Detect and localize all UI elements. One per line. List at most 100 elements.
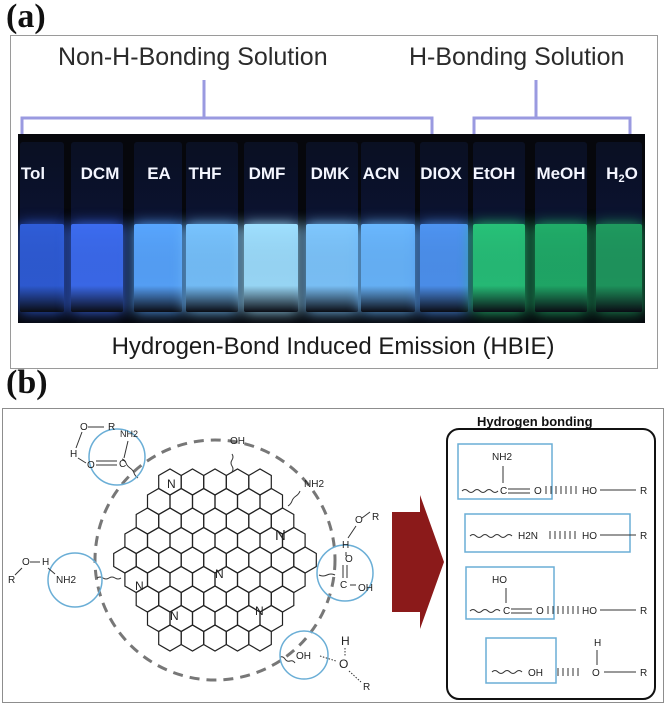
left-o: O: [22, 557, 30, 568]
lattice-hexagon: [180, 624, 205, 652]
vial: [186, 142, 238, 312]
row2-ho: HO: [582, 531, 597, 542]
row2-h2n: H2N: [518, 531, 538, 542]
amide-c: C: [119, 459, 126, 470]
vial: [306, 142, 358, 312]
vial-liquid: [186, 223, 238, 312]
cooh-circle: [316, 544, 374, 602]
vial-liquid: [20, 223, 64, 312]
row1-o: O: [534, 486, 542, 497]
amide-h: H: [70, 449, 77, 460]
vial-liquid: [361, 223, 415, 312]
row4-r: R: [640, 668, 647, 679]
graphitic-lattice: [113, 468, 317, 652]
grouping-brackets: [20, 80, 632, 138]
bottom-r: R: [363, 682, 370, 693]
bond-row-2: [464, 513, 631, 553]
nh2-right-squiggle: [287, 490, 301, 507]
hbie-caption: Hydrogen-Bond Induced Emission (HBIE): [111, 333, 555, 360]
vial-label: H2O: [606, 164, 638, 185]
vial-label: THF: [188, 164, 222, 183]
row4-o: O: [592, 668, 600, 679]
row1-ho: HO: [582, 486, 597, 497]
row4-h: H: [594, 638, 601, 649]
lattice-n-1: N: [167, 477, 176, 491]
oh-bottom-squiggle: [279, 656, 296, 664]
oh-circle: [279, 630, 329, 680]
vial-label-main: H: [606, 164, 619, 183]
lattice-hexagon: [158, 624, 182, 652]
hydrogen-bonding-title: Hydrogen bonding: [477, 414, 593, 429]
lattice-hexagon: [203, 624, 227, 652]
vial-label: DMK: [310, 164, 350, 183]
panel-a-frame: [10, 35, 658, 369]
row3-hb: HO: [582, 606, 597, 617]
vial-label-end: O: [624, 164, 638, 183]
nh2-left-squiggle: [96, 576, 122, 580]
vial: [134, 142, 182, 312]
vial: [535, 142, 587, 312]
cooh-o: O: [345, 554, 353, 565]
left-r: R: [8, 575, 15, 586]
transition-arrow: [392, 495, 444, 629]
left-nh2: NH2: [56, 575, 76, 586]
panel-b-frame: [2, 408, 664, 703]
row3-r: R: [640, 606, 647, 617]
lattice-hexagon: [248, 624, 272, 652]
vial-label: DMF: [248, 164, 286, 183]
row1-c: C: [500, 486, 507, 497]
vial: [420, 142, 468, 312]
non-h-bonding-bracket: [20, 80, 434, 138]
vial-label: EtOH: [472, 164, 516, 183]
cooh-oh: OH: [358, 583, 373, 594]
cooh-c: C: [340, 580, 347, 591]
vial-liquid: [134, 223, 182, 312]
nh2-right-label: NH2: [304, 479, 324, 490]
carbon-dot-boundary: [93, 438, 337, 682]
vial-label-sub: 2: [618, 173, 625, 185]
panel-a-label: (a): [6, 0, 46, 35]
amide-o: O: [87, 460, 95, 471]
left-h: H: [42, 557, 49, 568]
row3-c: C: [503, 606, 510, 617]
lattice-n-4: N: [215, 567, 224, 581]
bond-row-4: [485, 637, 557, 684]
vial-label: DCM: [80, 164, 120, 183]
lattice-n-5: N: [170, 609, 179, 623]
row1-nh2: NH2: [492, 452, 512, 463]
vial: [361, 142, 415, 312]
cooh-squiggle: [318, 573, 336, 577]
bottom-oh: OH: [296, 651, 311, 662]
bottom-o: O: [339, 657, 348, 671]
bottom-h: H: [341, 634, 350, 648]
vial-liquid: [596, 223, 642, 312]
vial-liquid: [71, 223, 123, 312]
vial-liquid: [535, 223, 587, 312]
vial-label: Tol: [20, 164, 46, 183]
row4-oh: OH: [528, 668, 543, 679]
vial-label: DIOX: [420, 164, 462, 183]
lattice-n-2: N: [275, 527, 286, 544]
panel-b-label: (b): [6, 364, 48, 401]
h-bonding-bracket: [472, 80, 632, 138]
oh-top-squiggle: [230, 453, 234, 473]
non-h-bonding-title: Non-H-Bonding Solution: [58, 43, 328, 71]
row3-o: O: [536, 606, 544, 617]
amide-circle: [88, 428, 146, 486]
lattice-n-3: N: [135, 579, 144, 593]
oh-top-label: OH: [230, 436, 245, 447]
hydrogen-bonding-box: [446, 428, 656, 700]
vial-liquid: [244, 223, 298, 312]
row1-r: R: [640, 486, 647, 497]
vial-liquid: [473, 223, 525, 312]
vial: [244, 142, 298, 312]
cooh-o-r: O: [355, 515, 363, 526]
amide-squiggle: [121, 458, 139, 479]
vial: [20, 142, 64, 312]
lattice-n-6: N: [255, 604, 264, 618]
cooh-h: H: [342, 540, 349, 551]
h-bonding-title: H-Bonding Solution: [409, 43, 625, 71]
amide-r: R: [108, 422, 115, 433]
